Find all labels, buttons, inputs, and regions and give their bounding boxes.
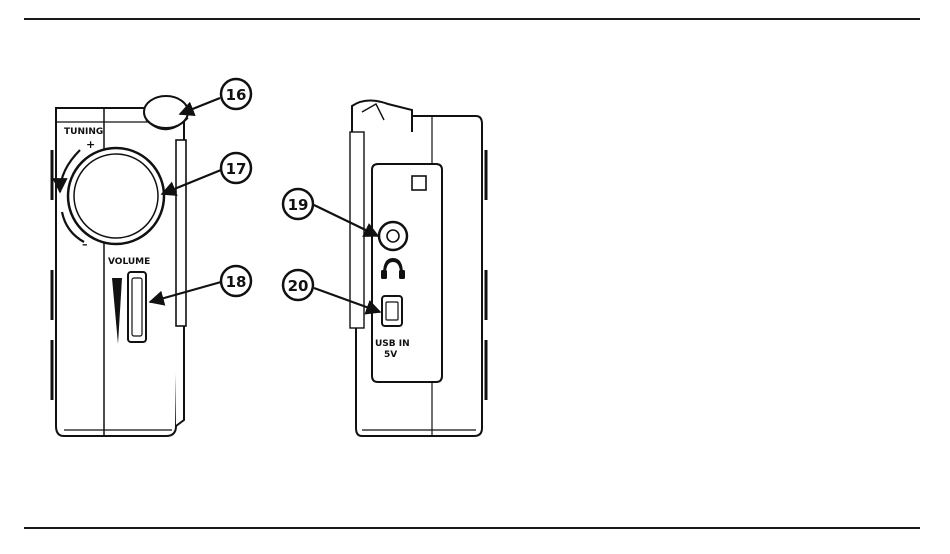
tuning-minus-label: – [82, 238, 88, 251]
callout-17-number: 17 [226, 160, 247, 178]
callout-16-number: 16 [226, 86, 247, 104]
callout-17: 17 [221, 153, 251, 183]
tuning-label: TUNING [64, 127, 103, 137]
usb-5v-label: 5V [384, 350, 397, 360]
right-side-view [350, 100, 486, 436]
callout-20: 20 [283, 270, 313, 300]
callout-19-number: 19 [288, 196, 309, 214]
volume-label: VOLUME [108, 257, 150, 267]
callout-18: 18 [221, 266, 251, 296]
tuning-plus-label: + [86, 138, 95, 151]
callout-20-number: 20 [288, 277, 309, 295]
callout-19: 19 [283, 189, 313, 219]
usb-in-label: USB IN [375, 339, 410, 349]
callout-16: 16 [221, 79, 251, 109]
callout-18-number: 18 [226, 273, 247, 291]
